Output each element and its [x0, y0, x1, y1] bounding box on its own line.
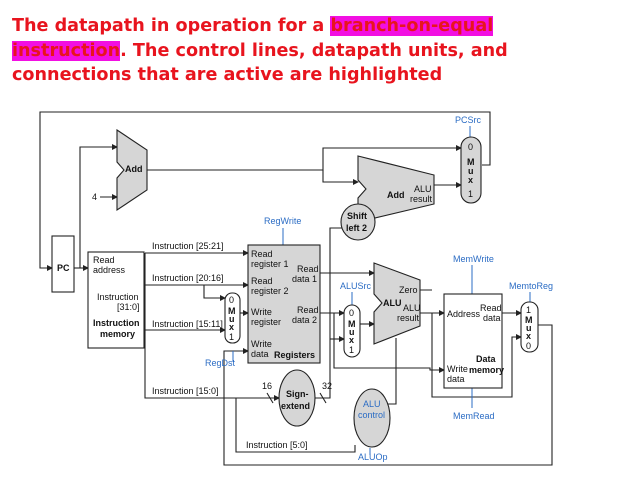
control-regdst: RegDst [205, 358, 236, 368]
const-four-label: 4 [92, 192, 97, 202]
pcsrc-mux-zero: 0 [468, 142, 473, 152]
add-branch-label: Add [387, 190, 405, 200]
reg-read-data2-2: data 2 [292, 315, 317, 325]
field-15-11: Instruction [15:11] [152, 319, 223, 329]
dmem-read-data-2: data [483, 313, 501, 323]
alu-zero-label: Zero [399, 285, 418, 295]
reg-read-reg1-1: Read [251, 249, 273, 259]
alu-control-label-1: ALU [363, 399, 381, 409]
pcsrc-mux-one: 1 [468, 189, 473, 199]
memtoreg-mux-m: M [525, 315, 533, 325]
alu-result-1: ALU [403, 303, 421, 313]
alu-control-unit [353, 388, 391, 448]
bit-width-32: 32 [322, 381, 332, 391]
field-25-21: Instruction [25:21] [152, 241, 224, 251]
instruction-memory [87, 251, 145, 349]
reg-read-data1-2: data 1 [292, 274, 317, 284]
pcsrc-mux [460, 136, 482, 204]
pcsrc-mux-u: u [468, 166, 474, 176]
sign-extend-label-2: extend [281, 401, 310, 411]
imem-instruction-2: [31:0] [117, 302, 140, 312]
reg-read-reg1-2: register 1 [251, 259, 289, 269]
pcsrc-mux-m: M [467, 157, 475, 167]
regdst-mux-zero: 0 [229, 295, 234, 305]
alu-result-2: result [397, 313, 420, 323]
control-memtoreg: MemtoReg [509, 281, 553, 291]
add-branch-result-1: ALU [414, 184, 432, 194]
field-5-0: Instruction [5:0] [246, 440, 308, 450]
imem-name-2: memory [100, 329, 135, 339]
alu-control-label-2: control [358, 410, 385, 420]
bit-width-16: 16 [262, 381, 272, 391]
sign-extend-unit [278, 369, 316, 427]
shift-left-label-1: Shift [347, 211, 367, 221]
memtoreg-mux-one: 1 [526, 305, 531, 315]
title-highlight-instruction: instruction [12, 40, 121, 61]
memtoreg-mux-zero: 0 [526, 341, 531, 351]
memtoreg-mux-u: u [526, 323, 532, 333]
regdst-mux-one: 1 [229, 332, 234, 342]
imem-name-1: Instruction [93, 318, 140, 328]
alusrc-mux-zero: 0 [349, 308, 354, 318]
add-branch-result-2: result [410, 194, 433, 204]
reg-read-data2-1: Read [297, 305, 319, 315]
control-alusrc: ALUSrc [340, 281, 372, 291]
control-memread: MemRead [453, 411, 495, 421]
dmem-address: Address [447, 309, 481, 319]
reg-read-data1-1: Read [297, 264, 319, 274]
register-file [247, 244, 321, 364]
regdst-mux-u: u [229, 314, 235, 324]
imem-read-address-1: Read [93, 255, 115, 265]
sign-extend-label-1: Sign- [286, 389, 309, 399]
field-15-0: Instruction [15:0] [152, 386, 219, 396]
alusrc-mux-u: u [349, 327, 355, 337]
imem-read-address-2: address [93, 265, 126, 275]
field-20-16: Instruction [20:16] [152, 273, 224, 283]
reg-write-data-2: data [251, 349, 269, 359]
reg-read-reg2-2: register 2 [251, 286, 289, 296]
control-pcsrc: PCSrc [455, 115, 482, 125]
reg-write-data-1: Write [251, 339, 272, 349]
alusrc-mux-m: M [348, 319, 356, 329]
dmem-write-data-1: Write [447, 364, 468, 374]
reg-name: Registers [274, 350, 315, 360]
control-memwrite: MemWrite [453, 254, 494, 264]
title-text-1: The datapath in operation for a [12, 16, 331, 36]
pcsrc-mux-x: x [468, 175, 473, 185]
dmem-read-data-1: Read [480, 303, 502, 313]
reg-write-reg-2: register [251, 317, 281, 327]
imem-instruction-1: Instruction [97, 292, 139, 302]
title-highlight-branch: branch-on-equal [330, 16, 494, 36]
main-alu [373, 262, 421, 345]
control-regwrite: RegWrite [264, 216, 301, 226]
memtoreg-mux [520, 301, 539, 353]
add-pc-label: Add [125, 164, 143, 174]
slide-title: The datapath in operation for a branch-o… [12, 14, 612, 88]
reg-write-reg-1: Write [251, 307, 272, 317]
alusrc-mux [343, 304, 361, 358]
shift-left-2-unit [340, 203, 376, 241]
reg-read-reg2-1: Read [251, 276, 273, 286]
pc-label: PC [57, 263, 70, 273]
pc-register [51, 235, 75, 293]
add-pc-unit [116, 128, 148, 212]
dmem-write-data-2: data [447, 374, 465, 384]
data-memory [443, 293, 503, 389]
memtoreg-mux-x: x [526, 331, 531, 341]
dmem-name-1: Data [476, 354, 497, 364]
regdst-mux-m: M [228, 306, 236, 316]
shift-left-label-2: left 2 [346, 223, 367, 233]
regdst-mux [224, 292, 241, 344]
title-text-3: . The control lines, datapath units, and… [12, 40, 508, 86]
regdst-mux-x: x [229, 322, 234, 332]
dmem-name-2: memory [469, 365, 504, 375]
alu-label: ALU [383, 298, 402, 308]
control-aluop: ALUOp [358, 452, 388, 462]
alusrc-mux-one: 1 [349, 345, 354, 355]
alusrc-mux-x: x [349, 335, 354, 345]
